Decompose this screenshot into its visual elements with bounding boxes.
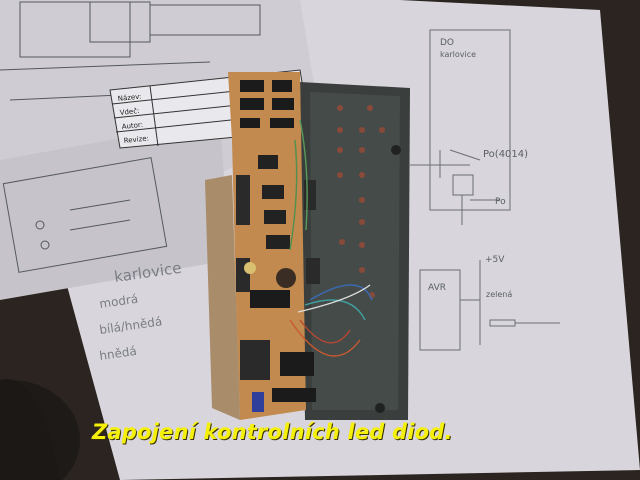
note-hneda: hnědá <box>98 344 137 363</box>
note-do: DO <box>440 38 454 48</box>
enclosure-hole <box>375 403 385 413</box>
note-zelena: zelená <box>486 290 512 299</box>
caption: Zapojení kontrolních led diod. <box>92 420 453 444</box>
title-block-row-1: Název: <box>117 93 141 103</box>
title-block-row-2: Vdeč: <box>119 107 139 117</box>
sketch-lines-left <box>0 1 261 273</box>
note-modra: modrá <box>98 292 139 311</box>
sketch-lines-right <box>410 29 560 351</box>
shadow-bottom-left <box>0 380 80 480</box>
board-wires <box>289 119 373 357</box>
note-karlovice-top: karlovice <box>440 50 476 59</box>
title-block-row-3: Autor: <box>121 121 143 131</box>
paper-sheet-left-lower <box>0 120 230 300</box>
enclosure-inner <box>310 92 400 410</box>
enclosure-led-holes <box>337 105 385 298</box>
board-perfboard-edge <box>205 175 240 420</box>
note-po2: Po <box>495 197 506 207</box>
enclosure-hole <box>391 145 401 155</box>
title-block-row-4: Revize: <box>123 134 149 145</box>
note-avr: AVR <box>428 283 446 293</box>
board-components <box>236 80 320 412</box>
note-po: Po(4014) <box>483 149 528 160</box>
note-vcc: +5V <box>485 255 505 265</box>
